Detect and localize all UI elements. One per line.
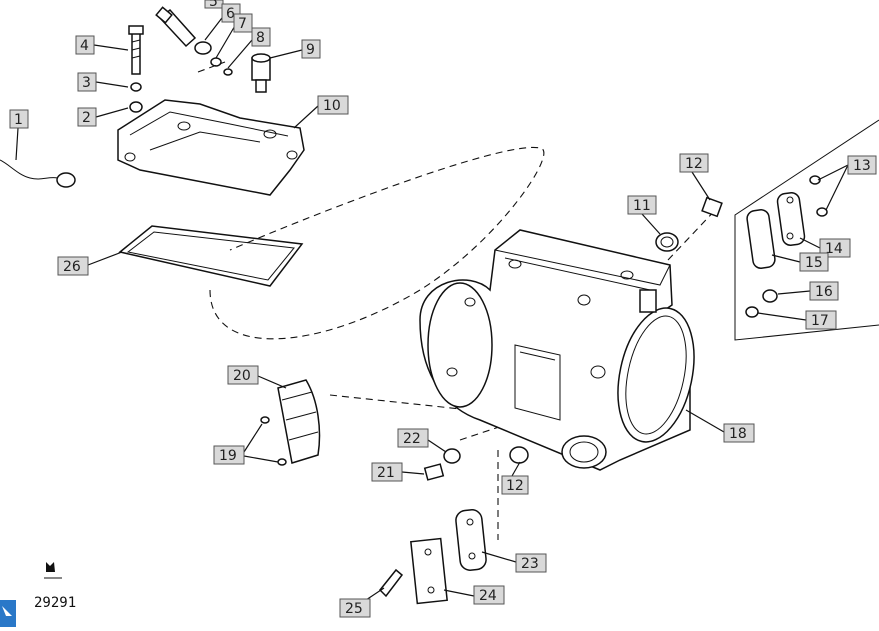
callout-12-top: 12	[685, 156, 703, 172]
deer-logo-icon	[44, 562, 62, 579]
callout-10: 10	[323, 98, 341, 114]
part-bolt-nuts	[155, 6, 233, 76]
callout-24: 24	[479, 588, 497, 604]
part-lower-small	[423, 446, 529, 481]
reference-number: 29291	[34, 595, 76, 611]
callout-3: 3	[82, 75, 91, 91]
part-lower-plates	[378, 509, 487, 605]
callout-7: 7	[238, 16, 247, 32]
callout-18: 18	[729, 426, 747, 442]
part-scale-plate	[260, 379, 321, 466]
callout-6: 6	[226, 6, 235, 22]
callout-26: 26	[63, 259, 81, 275]
callout-22: 22	[403, 431, 421, 447]
callout-1: 1	[14, 112, 23, 128]
parts-drawing	[0, 6, 879, 605]
part-gasket	[118, 225, 304, 287]
part-side-panel	[734, 119, 879, 341]
callout-4: 4	[80, 38, 89, 54]
callout-25: 25	[345, 601, 363, 617]
callout-16: 16	[815, 284, 833, 300]
part-wire-sensor	[0, 159, 76, 188]
callout-8: 8	[256, 30, 265, 46]
part-fitting	[251, 53, 271, 93]
callout-14: 14	[825, 241, 843, 257]
part-washers-bolt	[128, 25, 144, 113]
callout-17: 17	[811, 313, 829, 329]
callout-23: 23	[521, 556, 539, 572]
arrow-icon	[2, 606, 12, 616]
corner-nav-button[interactable]	[0, 600, 16, 627]
callout-20: 20	[233, 368, 251, 384]
callout-21: 21	[377, 465, 395, 481]
callout-12-bottom: 12	[506, 478, 524, 494]
callout-5: 5	[209, 0, 218, 10]
part-bushing-fitting	[655, 196, 723, 252]
callouts: 1 2 3 4 5 6 7 8 9 10	[9, 0, 877, 618]
callout-11: 11	[633, 198, 651, 214]
callout-15: 15	[805, 255, 823, 271]
callout-13: 13	[853, 158, 871, 174]
callout-9: 9	[306, 42, 315, 58]
part-pump-housing	[419, 229, 695, 471]
part-cover	[117, 99, 305, 196]
callout-2: 2	[82, 110, 91, 126]
callout-19: 19	[219, 448, 237, 464]
